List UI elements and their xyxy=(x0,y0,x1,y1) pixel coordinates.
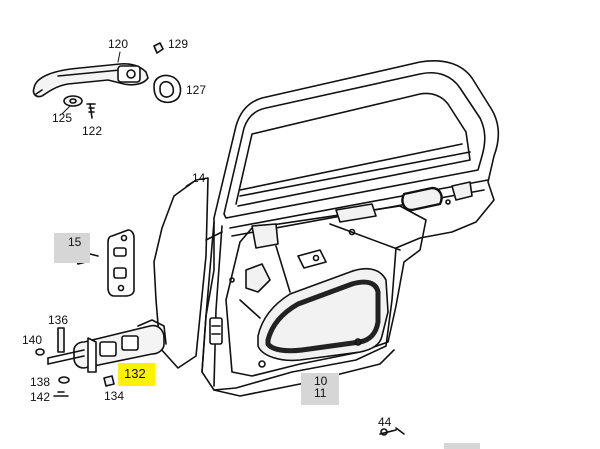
part-label-140[interactable]: 140 xyxy=(22,333,43,347)
part-label-10[interactable]: 10 xyxy=(314,374,328,388)
screw-122[interactable] xyxy=(86,103,96,119)
marker-132-selected xyxy=(118,363,155,386)
clip-129[interactable] xyxy=(153,42,164,54)
part-label-122[interactable]: 122 xyxy=(82,124,103,138)
gasket-125[interactable] xyxy=(63,95,83,107)
part-label-142[interactable]: 142 xyxy=(30,390,51,404)
marker-bottom-right xyxy=(444,443,480,449)
marker-10-11 xyxy=(301,373,339,405)
part-label-134[interactable]: 134 xyxy=(104,389,125,403)
part-label-44[interactable]: 44 xyxy=(378,415,392,429)
part-label-15[interactable]: 15 xyxy=(68,235,82,249)
part-label-127[interactable]: 127 xyxy=(186,83,207,97)
part-label-129[interactable]: 129 xyxy=(168,37,189,51)
door-check-strap-132[interactable] xyxy=(47,319,167,373)
washer-140[interactable] xyxy=(35,348,45,356)
part-label-138[interactable]: 138 xyxy=(30,375,51,389)
marker-15 xyxy=(54,233,90,263)
clip-44[interactable] xyxy=(379,427,405,436)
nut-134[interactable] xyxy=(103,375,115,387)
part-label-11[interactable]: 11 xyxy=(314,386,327,400)
part-label-136[interactable]: 136 xyxy=(48,313,69,327)
part-label-120[interactable]: 120 xyxy=(108,37,129,51)
gasket-127[interactable] xyxy=(153,74,182,104)
door-shell-10-11[interactable] xyxy=(201,60,500,397)
part-label-125[interactable]: 125 xyxy=(52,111,73,125)
door-handle-120[interactable] xyxy=(32,63,149,98)
pin-136[interactable] xyxy=(57,327,65,353)
nut-138[interactable] xyxy=(58,376,70,384)
part-label-14[interactable]: 14 xyxy=(192,171,206,185)
bolt-142[interactable] xyxy=(53,391,69,397)
part-label-132[interactable]: 132 xyxy=(124,366,146,381)
